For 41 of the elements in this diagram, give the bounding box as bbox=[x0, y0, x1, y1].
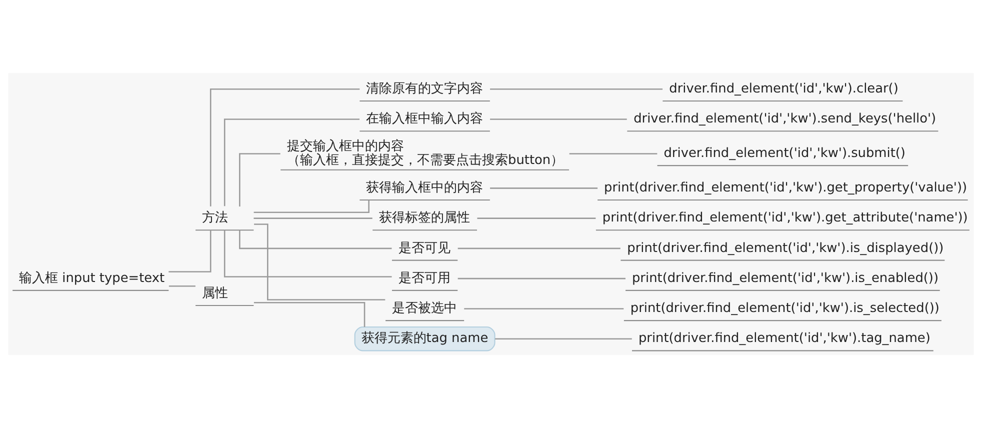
node-text: print(driver.find_element('id','kw').tag_name) bbox=[638, 331, 930, 346]
connector bbox=[224, 230, 392, 278]
node-text: 获得输入框中的内容 bbox=[366, 180, 484, 196]
node-text: 获得标签的属性 bbox=[379, 210, 470, 226]
node-text: driver.find_element('id','kw').clear() bbox=[669, 81, 898, 96]
connector bbox=[477, 218, 596, 219]
node-text: 是否被选中 bbox=[392, 301, 457, 316]
connector bbox=[224, 118, 360, 206]
connector bbox=[569, 153, 658, 154]
node-text: 输入框 input type=text bbox=[19, 270, 165, 286]
node-text: driver.find_element('id','kw').send_keys('hello') bbox=[634, 112, 936, 127]
node-text: print(driver.find_element('id','kw').get_property('value')) bbox=[604, 180, 968, 196]
connector bbox=[490, 88, 663, 90]
connector bbox=[458, 278, 626, 280]
connector bbox=[254, 224, 386, 300]
node-text: 是否可见 bbox=[398, 240, 450, 256]
connector bbox=[254, 200, 370, 214]
node-text: print(driver.find_element('id','kw').get_attribute('name')) bbox=[602, 210, 968, 226]
node-text: print(driver.find_element('id','kw').is_selected()) bbox=[630, 301, 940, 316]
node-box: 获得元素的tag name bbox=[354, 326, 496, 352]
node-text: driver.find_element('id','kw').submit() bbox=[664, 146, 906, 162]
connector bbox=[490, 118, 627, 120]
node-text: print(driver.find_element('id','kw').is_enabled()) bbox=[632, 270, 939, 286]
node-text: 属性 bbox=[202, 286, 228, 301]
node-text: 在输入框中输入内容 bbox=[366, 112, 484, 127]
connector bbox=[254, 218, 372, 219]
node-text: 方法 bbox=[202, 210, 228, 226]
connector bbox=[458, 248, 620, 250]
connector bbox=[495, 338, 632, 340]
node-text: 是否可用 bbox=[398, 270, 450, 286]
connector bbox=[239, 153, 280, 206]
connector bbox=[210, 88, 360, 206]
connector bbox=[254, 302, 366, 327]
connector bbox=[464, 308, 624, 310]
node-text: print(driver.find_element('id','kw').is_displayed()) bbox=[627, 240, 944, 256]
node-text: 提交输入框中的内容 （输入框，直接提交，不需要点击搜索button） bbox=[287, 139, 564, 168]
connector bbox=[168, 285, 196, 287]
connector bbox=[239, 230, 392, 250]
connector bbox=[490, 188, 598, 189]
connector bbox=[168, 230, 212, 272]
node-text: 清除原有的文字内容 bbox=[366, 81, 484, 96]
